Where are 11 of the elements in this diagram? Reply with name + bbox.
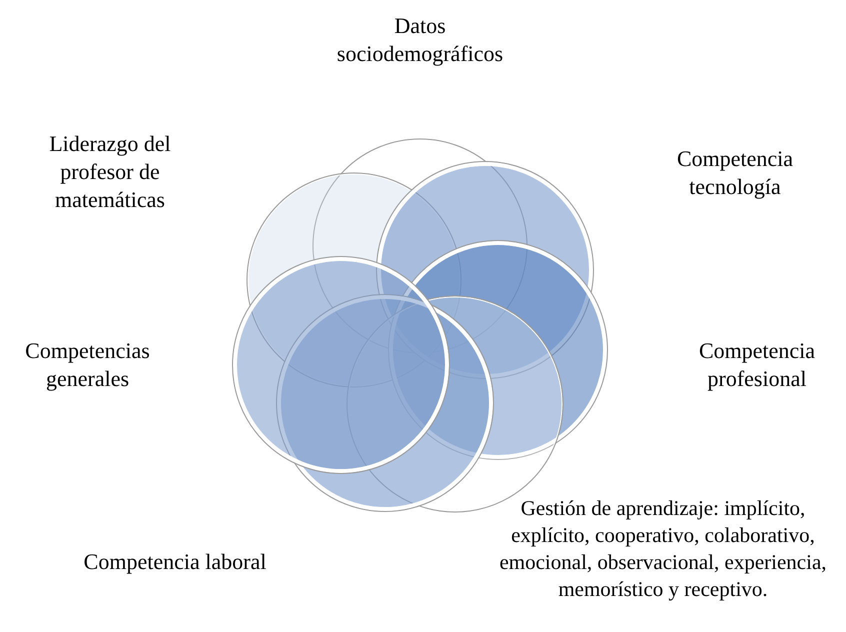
circle xyxy=(386,238,610,462)
circle xyxy=(274,292,496,514)
category-label: Liderazgo del profesor de matemáticas xyxy=(48,130,172,214)
category-label: Competencia profesional xyxy=(698,337,816,393)
category-label: Competencia laboral xyxy=(82,548,268,576)
category-label: Datos sociodemográficos xyxy=(336,12,504,68)
category-label: Competencias generales xyxy=(24,337,151,393)
category-label: Gestión de aprendizaje: implícito, explícito, cooperativo, colaborativo, emocional, observacional, experiencia, memorístico y receptivo. xyxy=(498,495,828,603)
category-label: Competencia tecnología xyxy=(676,145,794,201)
circle xyxy=(374,159,596,381)
circle xyxy=(230,254,452,476)
